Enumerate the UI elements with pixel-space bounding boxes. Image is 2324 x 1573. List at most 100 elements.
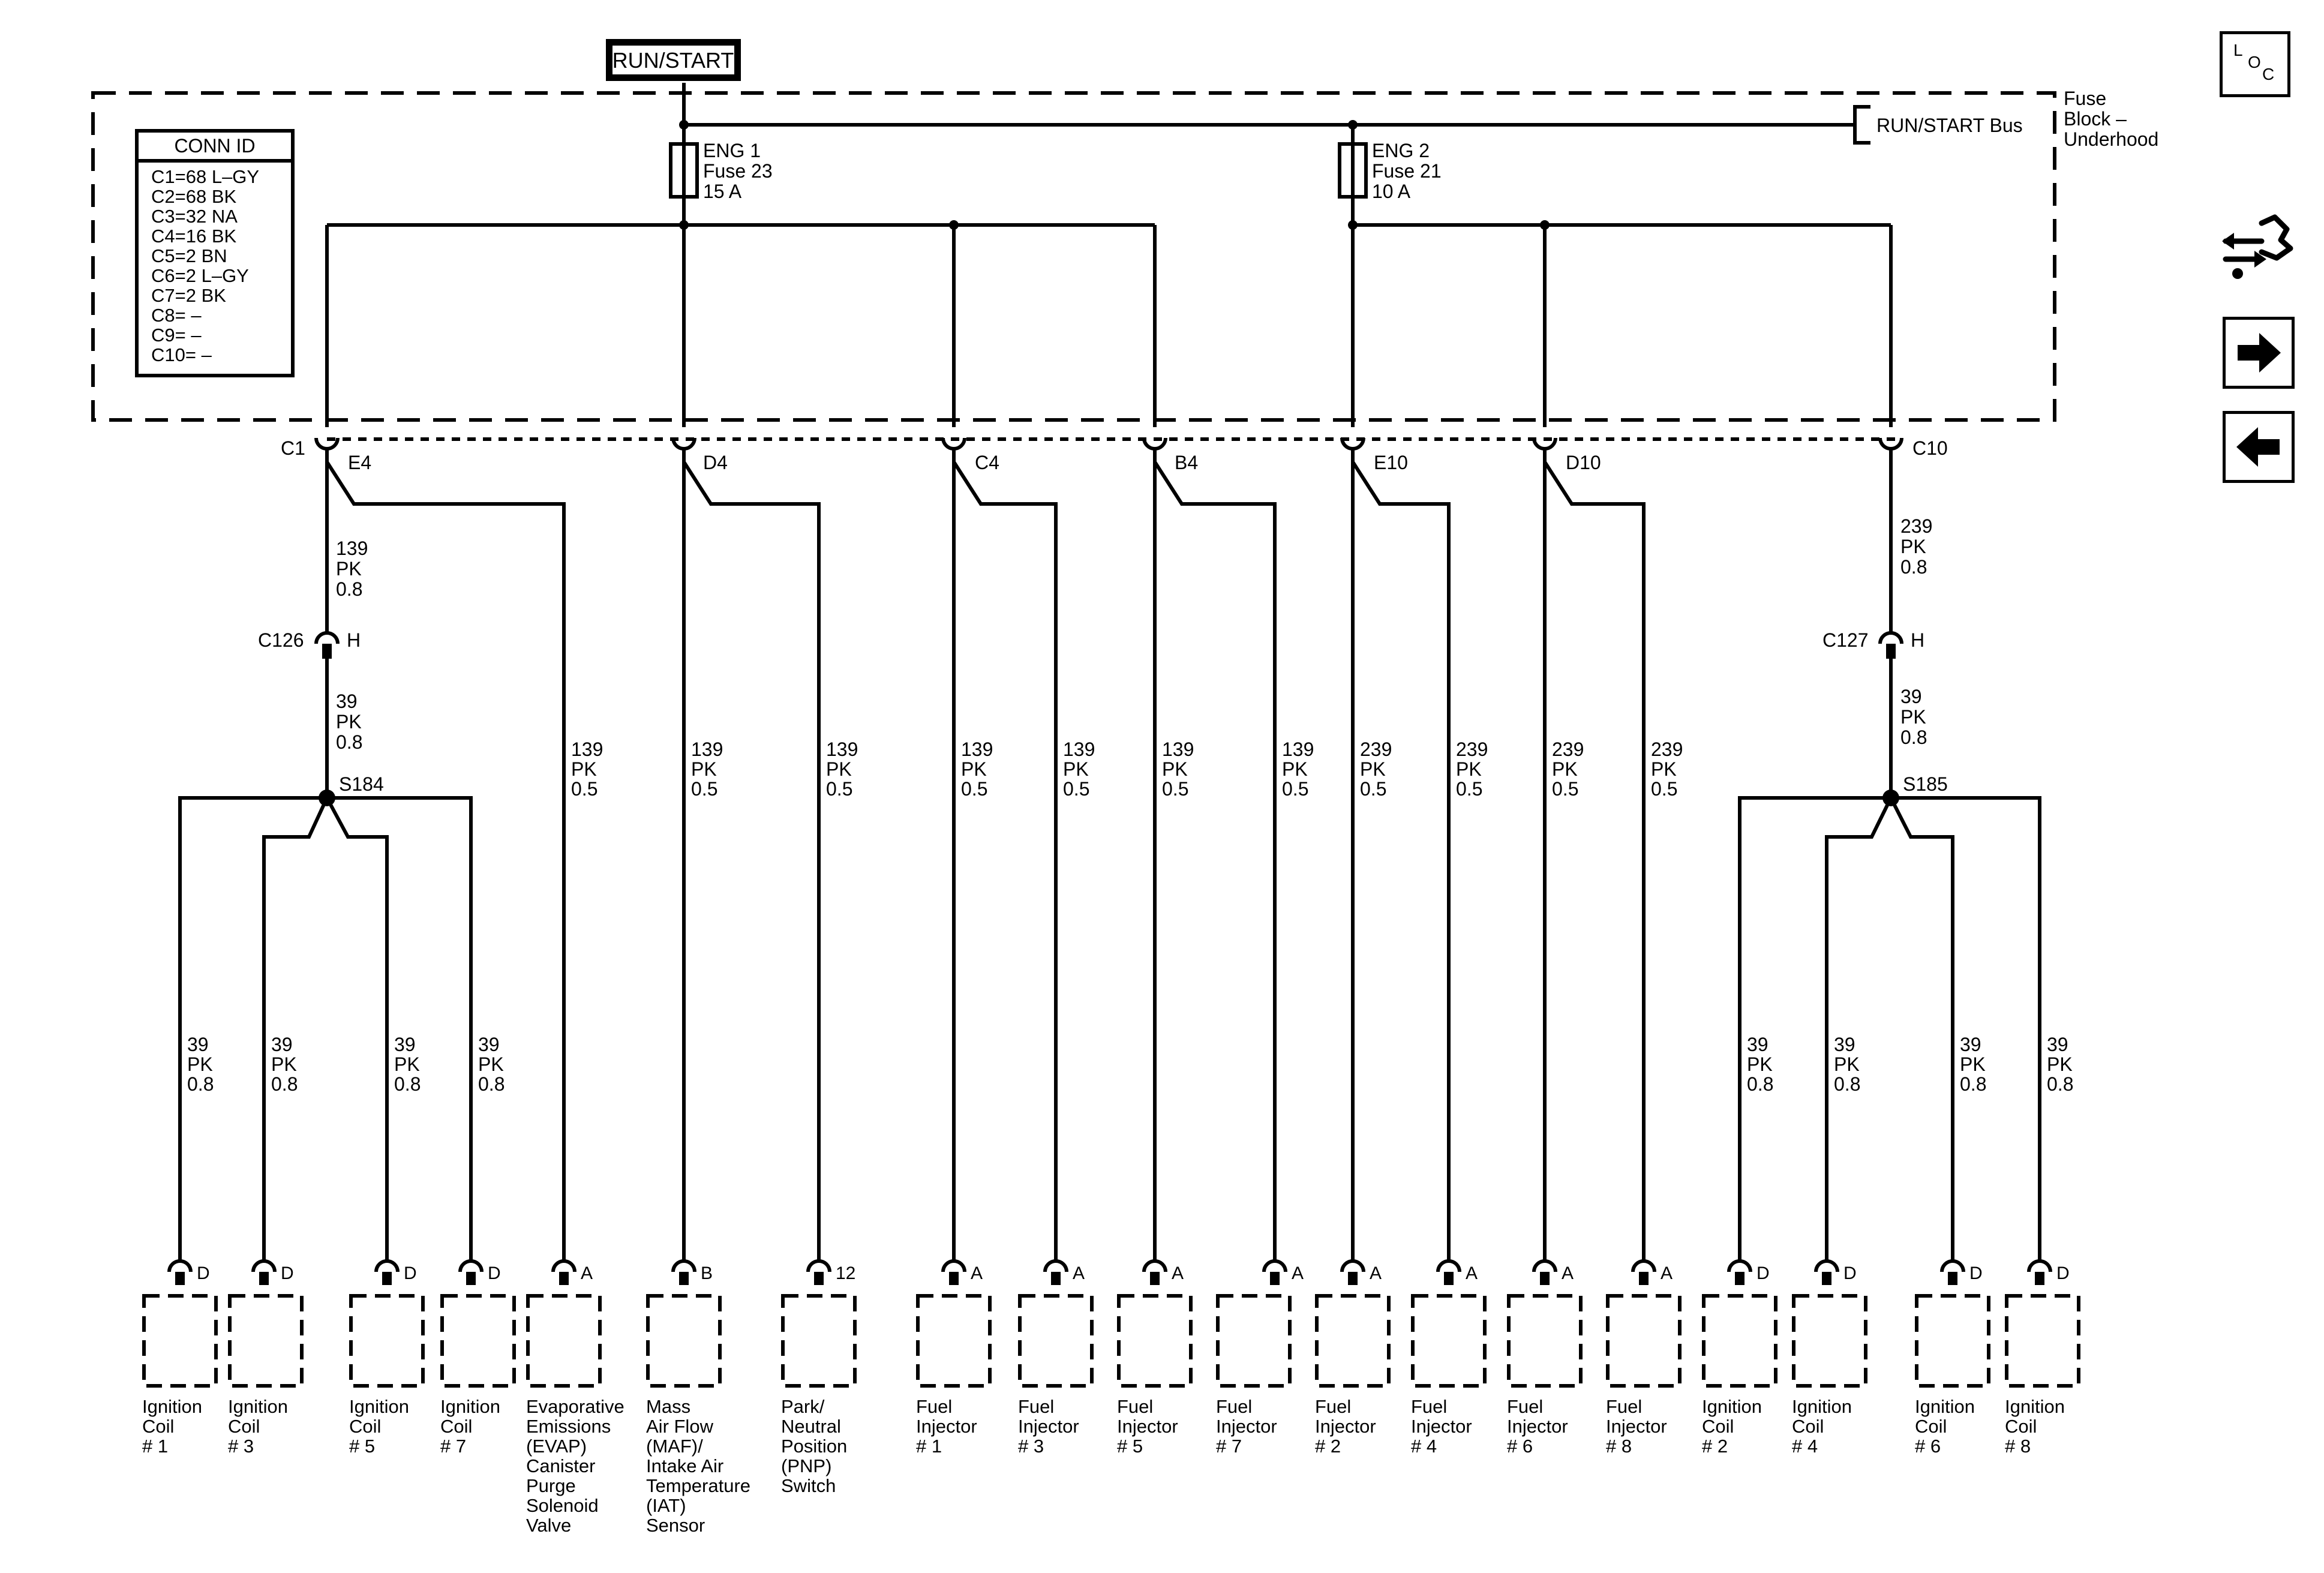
component-box	[1915, 1294, 1990, 1388]
component-box	[1018, 1294, 1094, 1388]
inline-connector-c127-pin: H	[1911, 629, 1924, 651]
component-box	[1507, 1294, 1583, 1388]
pin-label: D	[1843, 1263, 1857, 1283]
component-box	[916, 1294, 992, 1388]
svg-text:O: O	[2248, 53, 2261, 71]
pin-label: D	[281, 1263, 294, 1283]
fuse-block-label: Fuse Block – Underhood	[2064, 88, 2158, 150]
wire-label: 239 PK 0.8	[1900, 515, 1938, 578]
pin-label: D	[2056, 1263, 2070, 1283]
component-box	[1606, 1294, 1682, 1388]
pin-label: A	[1466, 1263, 1478, 1283]
component-box	[1792, 1294, 1867, 1388]
pin-label: A	[1172, 1263, 1184, 1283]
fuse-eng2-label: ENG 2 Fuse 21 10 A	[1372, 140, 1447, 202]
splice-s184-label: S184	[339, 773, 384, 795]
pin-label: D	[197, 1263, 210, 1283]
conn-id-table	[135, 129, 295, 377]
component-box	[1702, 1294, 1777, 1388]
component-box	[349, 1294, 425, 1388]
pin-label: D4	[703, 452, 728, 473]
conn-id-title: CONN ID	[174, 135, 255, 157]
loc-icon: L O C	[2233, 41, 2274, 83]
wire-label: 39 PK 0.8	[336, 691, 367, 753]
loc-button[interactable]: L O C	[2220, 31, 2290, 97]
component-box	[526, 1294, 602, 1388]
component-view-button[interactable]	[2220, 211, 2295, 283]
wire-label: 39 PK 0.8	[1900, 686, 1932, 748]
power-source-label: RUN/START	[612, 48, 734, 73]
pin-label: A	[1292, 1263, 1304, 1283]
pin-label: D	[404, 1263, 417, 1283]
inline-connector-c126: C126	[258, 629, 304, 651]
pin-label: D	[1969, 1263, 1983, 1283]
component-box	[1216, 1294, 1292, 1388]
component-box	[781, 1294, 857, 1388]
pin-label: A	[971, 1263, 983, 1283]
pin-label: D	[1756, 1263, 1770, 1283]
component-box	[1117, 1294, 1193, 1388]
component-box	[228, 1294, 304, 1388]
pin-label: 12	[836, 1263, 855, 1283]
svg-text:C: C	[2262, 65, 2274, 83]
pin-label: A	[1073, 1263, 1085, 1283]
bus-label: RUN/START Bus	[1876, 115, 2023, 136]
pin-label: A	[1370, 1263, 1382, 1283]
back-button[interactable]	[2223, 411, 2295, 483]
pin-label: A	[581, 1263, 593, 1283]
splice-s184-dot	[319, 789, 335, 806]
bus-connector-bracket	[1853, 105, 1870, 145]
forward-arrow-icon	[2238, 333, 2281, 373]
svg-text:L: L	[2233, 41, 2243, 59]
component-box	[1315, 1294, 1391, 1388]
splice-s185-dot	[1882, 789, 1899, 806]
inline-connector-c127: C127	[1822, 629, 1869, 651]
pin-label: B	[701, 1263, 713, 1283]
back-arrow-icon	[2236, 427, 2280, 467]
forward-button[interactable]	[2223, 317, 2295, 389]
connector-c10-label: C10	[1912, 437, 1948, 459]
component-box	[2005, 1294, 2080, 1388]
conn-id-rows: C1=68 L–GY C2=68 BK C3=32 NA C4=16 BK C5…	[151, 166, 264, 365]
fuse-block-outline	[91, 91, 2056, 422]
component-box	[440, 1294, 516, 1388]
wire-label: 139 PK 0.8	[336, 538, 373, 600]
component-box	[1411, 1294, 1487, 1388]
component-box	[646, 1294, 722, 1388]
